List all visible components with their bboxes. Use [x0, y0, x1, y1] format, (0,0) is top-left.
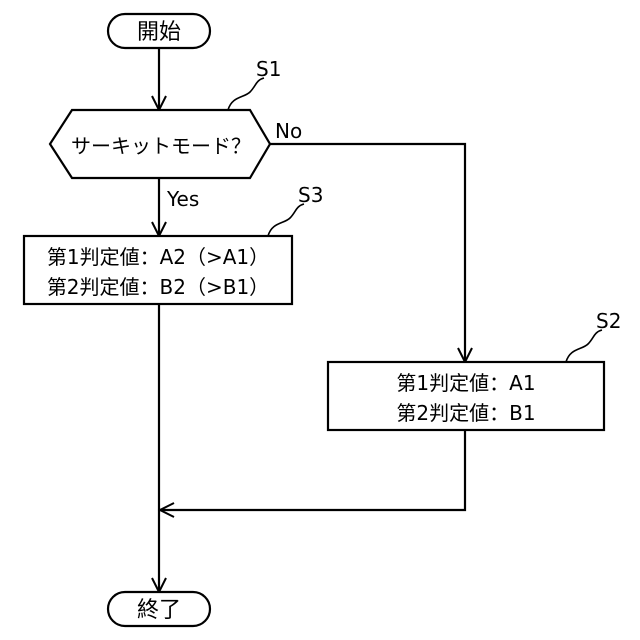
connector-no-branch — [270, 144, 465, 362]
s3-line-1: 第1判定値：A2（>A1） — [47, 245, 269, 269]
end-label: 終了 — [137, 598, 181, 623]
process-s3: 第1判定値：A2（>A1） 第2判定値：B2（>B1） — [24, 236, 292, 304]
process-s2: 第1判定値：A1 第2判定値：B1 — [328, 362, 604, 430]
s2-line-1: 第1判定値：A1 — [396, 371, 535, 395]
s1-step-label: S1 — [256, 57, 281, 81]
yes-branch-label: Yes — [166, 187, 199, 211]
no-branch-label: No — [275, 119, 302, 143]
connector-s2-merge — [160, 430, 465, 510]
s2-line-2: 第2判定値：B1 — [396, 401, 535, 425]
decision-s1: サーキットモード？ — [50, 110, 270, 178]
end-terminal: 終了 — [108, 592, 210, 626]
s3-leader-line — [268, 204, 304, 236]
s3-line-2: 第2判定値：B2（>B1） — [47, 275, 269, 299]
s2-leader-line — [566, 330, 602, 362]
start-terminal: 開始 — [108, 14, 210, 48]
s3-step-label: S3 — [298, 183, 323, 207]
s2-step-label: S2 — [596, 309, 621, 333]
start-label: 開始 — [137, 20, 181, 45]
decision-label: サーキットモード？ — [71, 134, 251, 158]
s1-leader-line — [228, 78, 264, 110]
